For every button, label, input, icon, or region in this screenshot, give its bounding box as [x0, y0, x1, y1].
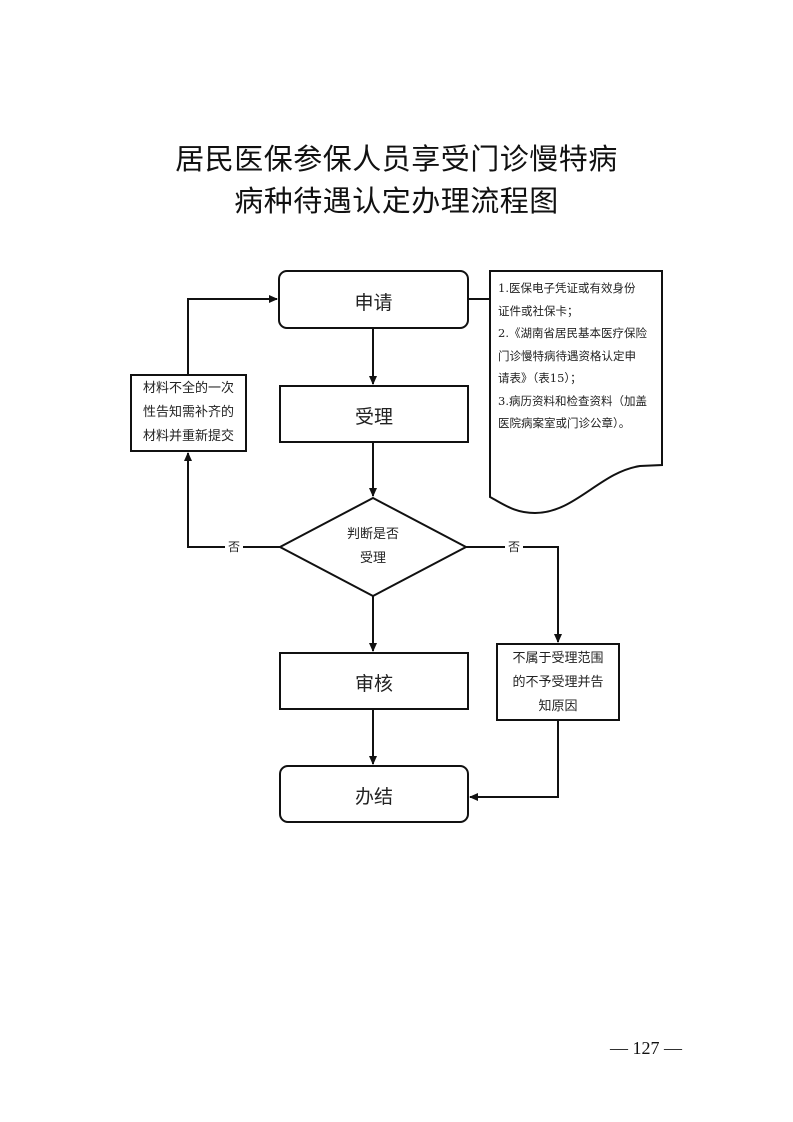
- reject-line: 知原因: [538, 699, 578, 714]
- note-line: 请表》（表15）；: [498, 371, 582, 385]
- title-line-1: 居民医保参保人员享受门诊慢特病: [175, 142, 618, 176]
- accept-node-label: 受理: [354, 406, 393, 428]
- incomplete-line: 材料并重新提交: [142, 429, 234, 444]
- decision-label-line-2: 受理: [359, 551, 386, 566]
- incomplete-line: 材料不全的一次: [142, 381, 234, 396]
- left-no-label: 否: [225, 538, 244, 555]
- incomplete-node-label: 材料不全的一次 性告知需补齐的 材料并重新提交: [131, 377, 246, 449]
- reject-line: 不属于受理范围: [512, 651, 604, 666]
- note-line: 3.病历资料和检查资料（加盖: [498, 393, 647, 408]
- page-number: — 127 —: [610, 1038, 682, 1058]
- complete-node-label: 办结: [354, 786, 393, 808]
- note-line: 证件或社保卡；: [498, 303, 579, 318]
- review-node-label: 审核: [354, 673, 393, 695]
- edge-incomplete-to-apply: [187, 295, 278, 375]
- edge-reject-to-complete: [469, 720, 559, 801]
- materials-document-shape: [489, 270, 663, 515]
- incomplete-line: 性告知需补齐的: [142, 405, 234, 420]
- note-line: 1.医保电子凭证或有效身份: [498, 281, 636, 295]
- title-line-2: 病种待遇认定办理流程图: [234, 184, 559, 218]
- decision-label-line-1: 判断是否: [346, 527, 399, 542]
- note-line: 2.《湖南省居民基本医疗保险: [498, 326, 647, 340]
- note-line: 医院病案室或门诊公章）。: [498, 416, 631, 430]
- reject-line: 的不予受理并告: [512, 675, 604, 690]
- edge-decision-left-no: [184, 452, 280, 548]
- decision-node-label: 判断是否 受理: [300, 523, 446, 571]
- edge-decision-right-no: [466, 546, 562, 643]
- right-no-label: 否: [505, 538, 524, 555]
- materials-note: 1.医保电子凭证或有效身份 证件或社保卡； 2.《湖南省居民基本医疗保险 门诊慢…: [498, 277, 660, 435]
- complete-node-shape: [279, 765, 469, 823]
- apply-node-label: 申请: [354, 292, 393, 314]
- note-line: 门诊慢特病待遇资格认定申: [498, 348, 636, 363]
- reject-node-label: 不属于受理范围 的不予受理并告 知原因: [497, 647, 619, 719]
